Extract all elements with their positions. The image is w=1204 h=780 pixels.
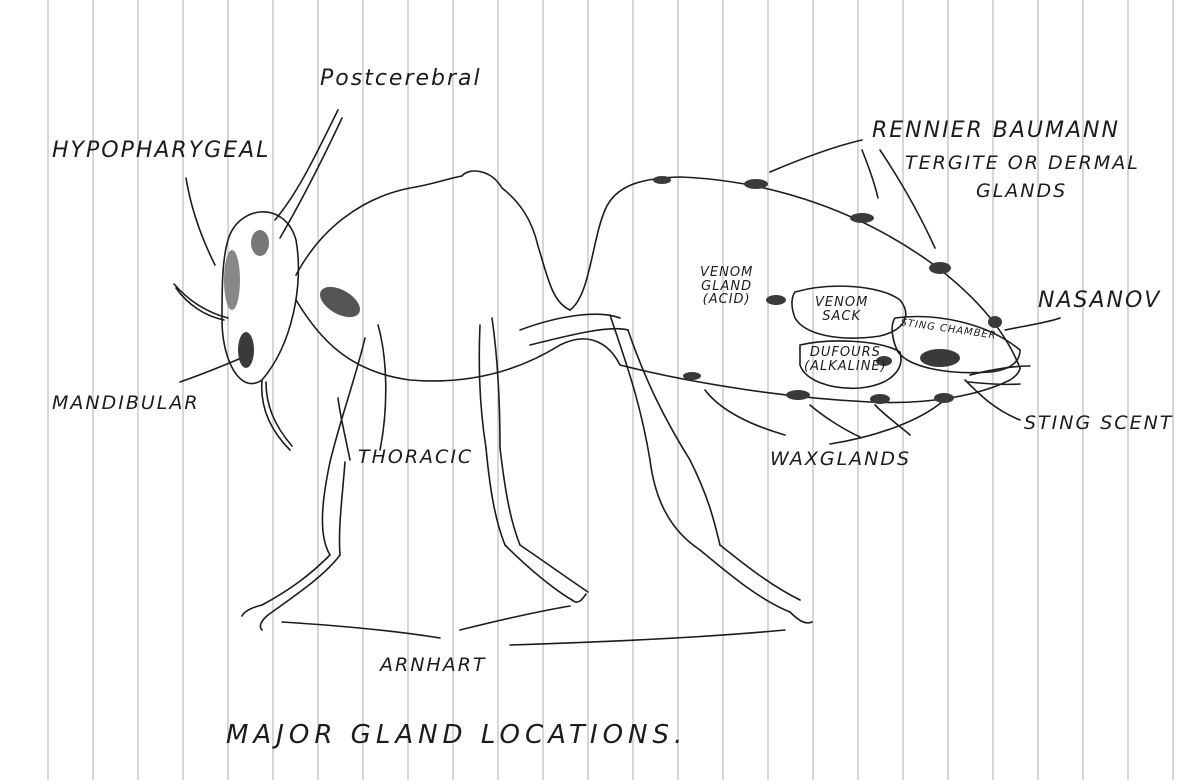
hypopharyngeal-gland: [224, 250, 240, 310]
wax-gland-1: [683, 372, 701, 380]
postcerebral-gland: [251, 230, 269, 256]
ant-drawing: [174, 110, 1060, 645]
sting-chamber-gland: [920, 349, 960, 367]
leader-thoracic: [338, 398, 350, 460]
leader-renner-2: [862, 150, 878, 198]
label-renner-line3: GLANDS: [976, 180, 1067, 202]
leader-arnhart-3: [510, 630, 785, 645]
dufours-line2: (ALKALINE): [804, 359, 887, 374]
label-hypopharygeal: HYPOPHARYGEAL: [52, 138, 270, 163]
antenna: [174, 284, 228, 318]
label-mandibular: MANDIBULAR: [52, 392, 200, 414]
middle-leg: [479, 318, 500, 448]
leader-postcerebral: [275, 110, 338, 220]
label-waxglands: WAXGLANDS: [770, 448, 911, 470]
leader-arnhart-1: [282, 622, 440, 638]
leader-waxglands-2: [810, 405, 860, 437]
venom-sack-line2: SACK: [822, 309, 861, 324]
front-leg: [330, 325, 386, 462]
diagram-title: MAJOR GLAND LOCATIONS.: [226, 720, 687, 750]
leader-arnhart-2: [460, 606, 570, 630]
label-thoracic: THORACIC: [358, 446, 473, 468]
tergite-gland-3: [850, 213, 874, 223]
label-dufours: DUFOURS(ALKALINE): [804, 346, 887, 373]
wax-gland-2: [786, 390, 810, 400]
tergite-gland-1: [653, 176, 671, 184]
label-arnhart: ARNHART: [380, 654, 487, 676]
leader-waxglands-4: [830, 402, 942, 444]
label-sting-scent: STING SCENT: [1024, 412, 1173, 434]
leader-waxglands-3: [875, 405, 910, 435]
label-renner-line2: TERGITE OR DERMAL: [905, 152, 1140, 174]
leader-hypopharygeal: [186, 178, 215, 265]
venom-gland-line3: (ACID): [703, 292, 751, 307]
nasanov-gland: [988, 316, 1002, 328]
mandibular-gland: [238, 332, 254, 368]
leader-nasanov: [1005, 318, 1060, 330]
label-postcerebral: Postcerebral: [320, 66, 482, 91]
wax-gland-3: [870, 394, 890, 404]
venom-gland: [766, 295, 786, 305]
wax-gland-4: [934, 393, 954, 403]
label-renner-line1: RENNIER BAUMANN: [872, 118, 1120, 143]
ruled-lines: [48, 0, 1173, 780]
leader-renner-1: [770, 140, 862, 172]
tergite-gland-2: [744, 179, 768, 189]
leader-mandibular: [180, 356, 246, 382]
petiole: [570, 177, 680, 310]
thoracic-gland: [315, 281, 365, 324]
tergite-gland-4: [929, 262, 951, 274]
label-nasanov: NASANOV: [1038, 288, 1161, 313]
leader-waxglands-1: [705, 390, 785, 435]
